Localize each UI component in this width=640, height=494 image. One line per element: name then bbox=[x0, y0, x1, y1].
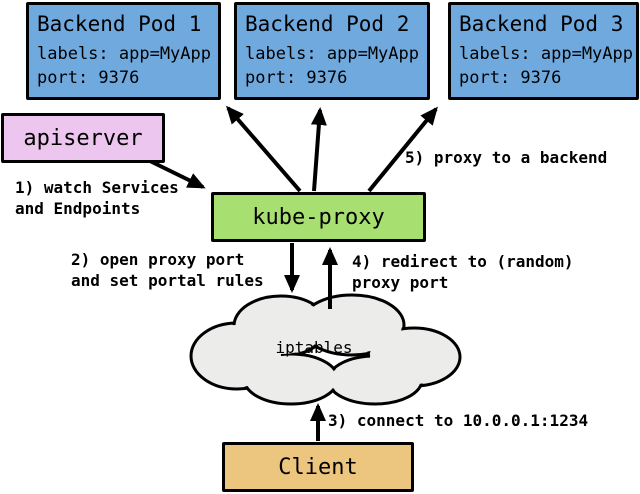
iptables-label: iptables bbox=[275, 338, 353, 357]
backend-pod-1-box: Backend Pod 1 labels: app=MyApp port: 93… bbox=[26, 2, 221, 100]
step-line: 3) connect to 10.0.0.1:1234 bbox=[328, 411, 589, 430]
step-4-label: 4) redirect to (random) proxy port bbox=[352, 251, 574, 293]
pod-title: Backend Pod 3 bbox=[459, 12, 624, 36]
kube-proxy-box: kube-proxy bbox=[211, 192, 426, 242]
step-5-label: 5) proxy to a backend bbox=[405, 147, 607, 168]
pod-port-line: port: 9376 bbox=[459, 68, 562, 88]
step-2-label: 2) open proxy port and set portal rules bbox=[71, 249, 264, 291]
arrow-kube-proxy-to-pod-1 bbox=[226, 105, 302, 193]
pod-port-line: port: 9376 bbox=[37, 68, 140, 88]
step-3-label: 3) connect to 10.0.0.1:1234 bbox=[328, 410, 588, 431]
arrow-kube-proxy-to-pod-2 bbox=[310, 107, 327, 192]
step-line: proxy port bbox=[352, 273, 449, 292]
step-line: 2) open proxy port bbox=[71, 250, 245, 269]
client-box: Client bbox=[222, 442, 414, 492]
step-line: 4) redirect to (random) bbox=[352, 252, 574, 271]
apiserver-label: apiserver bbox=[23, 125, 143, 151]
step-line: and set portal rules bbox=[71, 271, 264, 290]
client-label: Client bbox=[278, 454, 358, 480]
pod-port-line: port: 9376 bbox=[245, 68, 348, 88]
kube-proxy-label: kube-proxy bbox=[252, 204, 385, 230]
pod-title: Backend Pod 1 bbox=[37, 12, 202, 36]
pod-labels-line: labels: app=MyApp bbox=[459, 44, 633, 64]
apiserver-box: apiserver bbox=[1, 113, 165, 163]
backend-pod-3-box: Backend Pod 3 labels: app=MyApp port: 93… bbox=[448, 2, 639, 100]
backend-pod-2-box: Backend Pod 2 labels: app=MyApp port: 93… bbox=[234, 2, 430, 100]
step-line: 1) watch Services bbox=[15, 178, 179, 197]
pod-title: Backend Pod 2 bbox=[245, 12, 410, 36]
step-1-label: 1) watch Services and Endpoints bbox=[15, 177, 179, 219]
pod-labels-line: labels: app=MyApp bbox=[37, 44, 211, 64]
pod-labels-line: labels: app=MyApp bbox=[245, 44, 419, 64]
step-line: and Endpoints bbox=[15, 199, 141, 218]
step-line: 5) proxy to a backend bbox=[405, 148, 608, 167]
